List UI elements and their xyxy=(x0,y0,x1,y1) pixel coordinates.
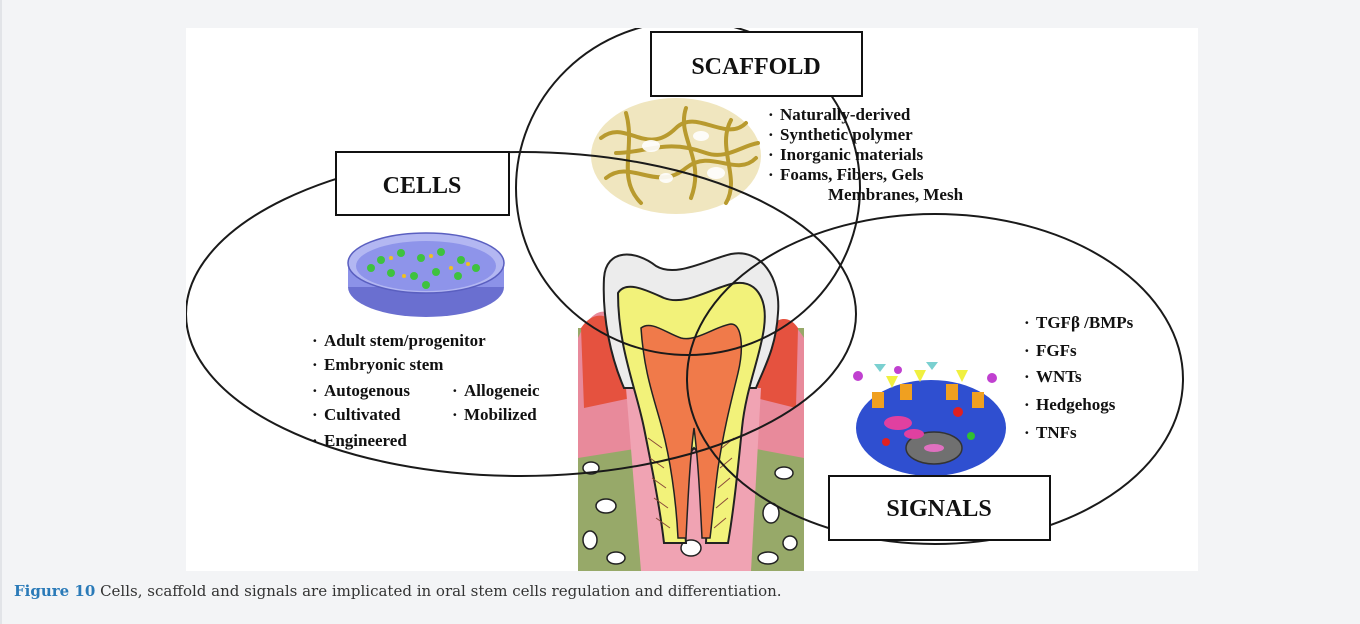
list-bullet: · xyxy=(312,331,318,350)
list-bullet: · xyxy=(1024,313,1030,332)
scaffold-foam-image xyxy=(591,98,761,214)
diagram-svg: SCAFFOLD CELLS SIGNALS · Naturally-deriv… xyxy=(186,28,1198,571)
signals-label: SIGNALS xyxy=(886,496,991,522)
list-bullet: · xyxy=(452,381,458,400)
list-bullet: · xyxy=(452,405,458,424)
signals-item: TGFβ /BMPs xyxy=(1036,313,1134,332)
list-bullet: · xyxy=(768,105,774,124)
cells-item: Mobilized xyxy=(464,405,537,424)
cells-item: Autogenous xyxy=(324,381,410,400)
scaffold-item: Membranes, Mesh xyxy=(828,185,964,204)
scaffold-label: SCAFFOLD xyxy=(691,54,820,80)
list-bullet: · xyxy=(312,355,318,374)
scaffold-item: Foams, Fibers, Gels xyxy=(780,165,924,184)
scaffold-label-box: SCAFFOLD xyxy=(651,32,862,96)
signals-label-box: SIGNALS xyxy=(829,476,1050,540)
list-bullet: · xyxy=(768,165,774,184)
scaffold-list: · Naturally-derived · Synthetic polymer … xyxy=(768,105,964,204)
list-bullet: · xyxy=(1024,367,1030,386)
list-bullet: · xyxy=(1024,341,1030,360)
cells-label: CELLS xyxy=(383,173,462,199)
figure-number-link[interactable]: Figure 10 xyxy=(14,582,95,600)
list-bullet: · xyxy=(312,381,318,400)
diagram-figure: SCAFFOLD CELLS SIGNALS · Naturally-deriv… xyxy=(186,28,1198,571)
cells-item: Cultivated xyxy=(324,405,401,424)
list-bullet: · xyxy=(312,431,318,450)
list-bullet: · xyxy=(768,145,774,164)
signals-item: FGFs xyxy=(1036,341,1077,360)
signals-list: · TGFβ /BMPs · FGFs · WNTs · Hedgehogs ·… xyxy=(1024,313,1134,442)
figure-caption: Figure 10 Cells, scaffold and signals ar… xyxy=(14,582,1344,600)
cells-item: Adult stem/progenitor xyxy=(324,331,486,350)
scaffold-item: Synthetic polymer xyxy=(780,125,913,144)
scaffold-item: Inorganic materials xyxy=(780,145,923,164)
cells-item: Allogeneic xyxy=(464,381,540,400)
scaffold-item: Naturally-derived xyxy=(780,105,911,124)
signals-item: TNFs xyxy=(1036,423,1077,442)
signals-item: WNTs xyxy=(1036,367,1082,386)
cells-item: Embryonic stem xyxy=(324,355,443,374)
list-bullet: · xyxy=(1024,395,1030,414)
list-bullet: · xyxy=(312,405,318,424)
cells-label-box: CELLS xyxy=(336,152,509,215)
signals-item: Hedgehogs xyxy=(1036,395,1116,414)
petri-dish-image xyxy=(348,233,504,317)
caption-text: Cells, scaffold and signals are implicat… xyxy=(100,582,781,600)
cells-list: · Adult stem/progenitor · Embryonic stem… xyxy=(312,331,540,450)
list-bullet: · xyxy=(768,125,774,144)
list-bullet: · xyxy=(1024,423,1030,442)
cells-item: Engineered xyxy=(324,431,407,450)
signaling-cell-image xyxy=(853,362,1006,476)
